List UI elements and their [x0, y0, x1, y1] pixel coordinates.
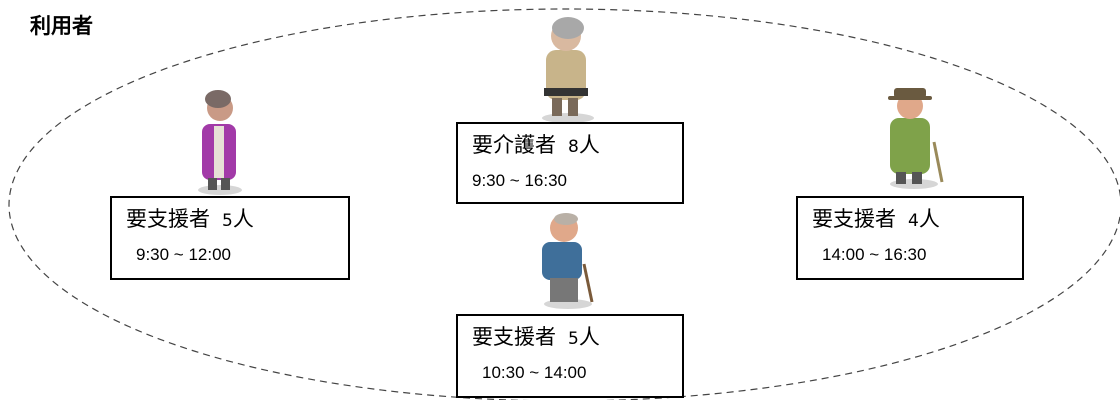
elderly-man-cane-icon — [542, 213, 594, 309]
group-count: 5 — [222, 211, 233, 231]
elderly-woman-purple-icon — [198, 90, 242, 195]
group-box-center-bottom: 要支援者 5人 10:30 ~ 14:00 — [456, 314, 684, 398]
group-hours: 14:00 ~ 16:30 — [822, 245, 927, 264]
group-unit: 人 — [232, 207, 254, 231]
group-category: 要支援者 — [126, 207, 210, 231]
group-category: 要支援者 — [472, 325, 556, 349]
group-count: 8 — [568, 137, 579, 157]
group-unit: 人 — [578, 133, 600, 157]
group-box-center-top: 要介護者 8人 9:30 ~ 16:30 — [456, 122, 684, 204]
group-category: 要支援者 — [812, 207, 896, 231]
group-unit: 人 — [918, 207, 940, 231]
group-box-right: 要支援者 4人 14:00 ~ 16:30 — [796, 196, 1024, 280]
group-box-left: 要支援者 5人 9:30 ~ 12:00 — [110, 196, 350, 280]
elderly-person-icon — [542, 17, 594, 123]
group-count: 4 — [908, 211, 919, 231]
group-category: 要介護者 — [472, 133, 556, 157]
page-title: 利用者 — [30, 14, 93, 38]
group-hours: 10:30 ~ 14:00 — [482, 363, 587, 382]
group-count: 5 — [568, 329, 579, 349]
elderly-man-hat-cane-icon — [888, 88, 944, 189]
group-unit: 人 — [578, 325, 600, 349]
group-hours: 9:30 ~ 16:30 — [472, 171, 568, 190]
group-hours: 9:30 ~ 12:00 — [136, 245, 232, 264]
